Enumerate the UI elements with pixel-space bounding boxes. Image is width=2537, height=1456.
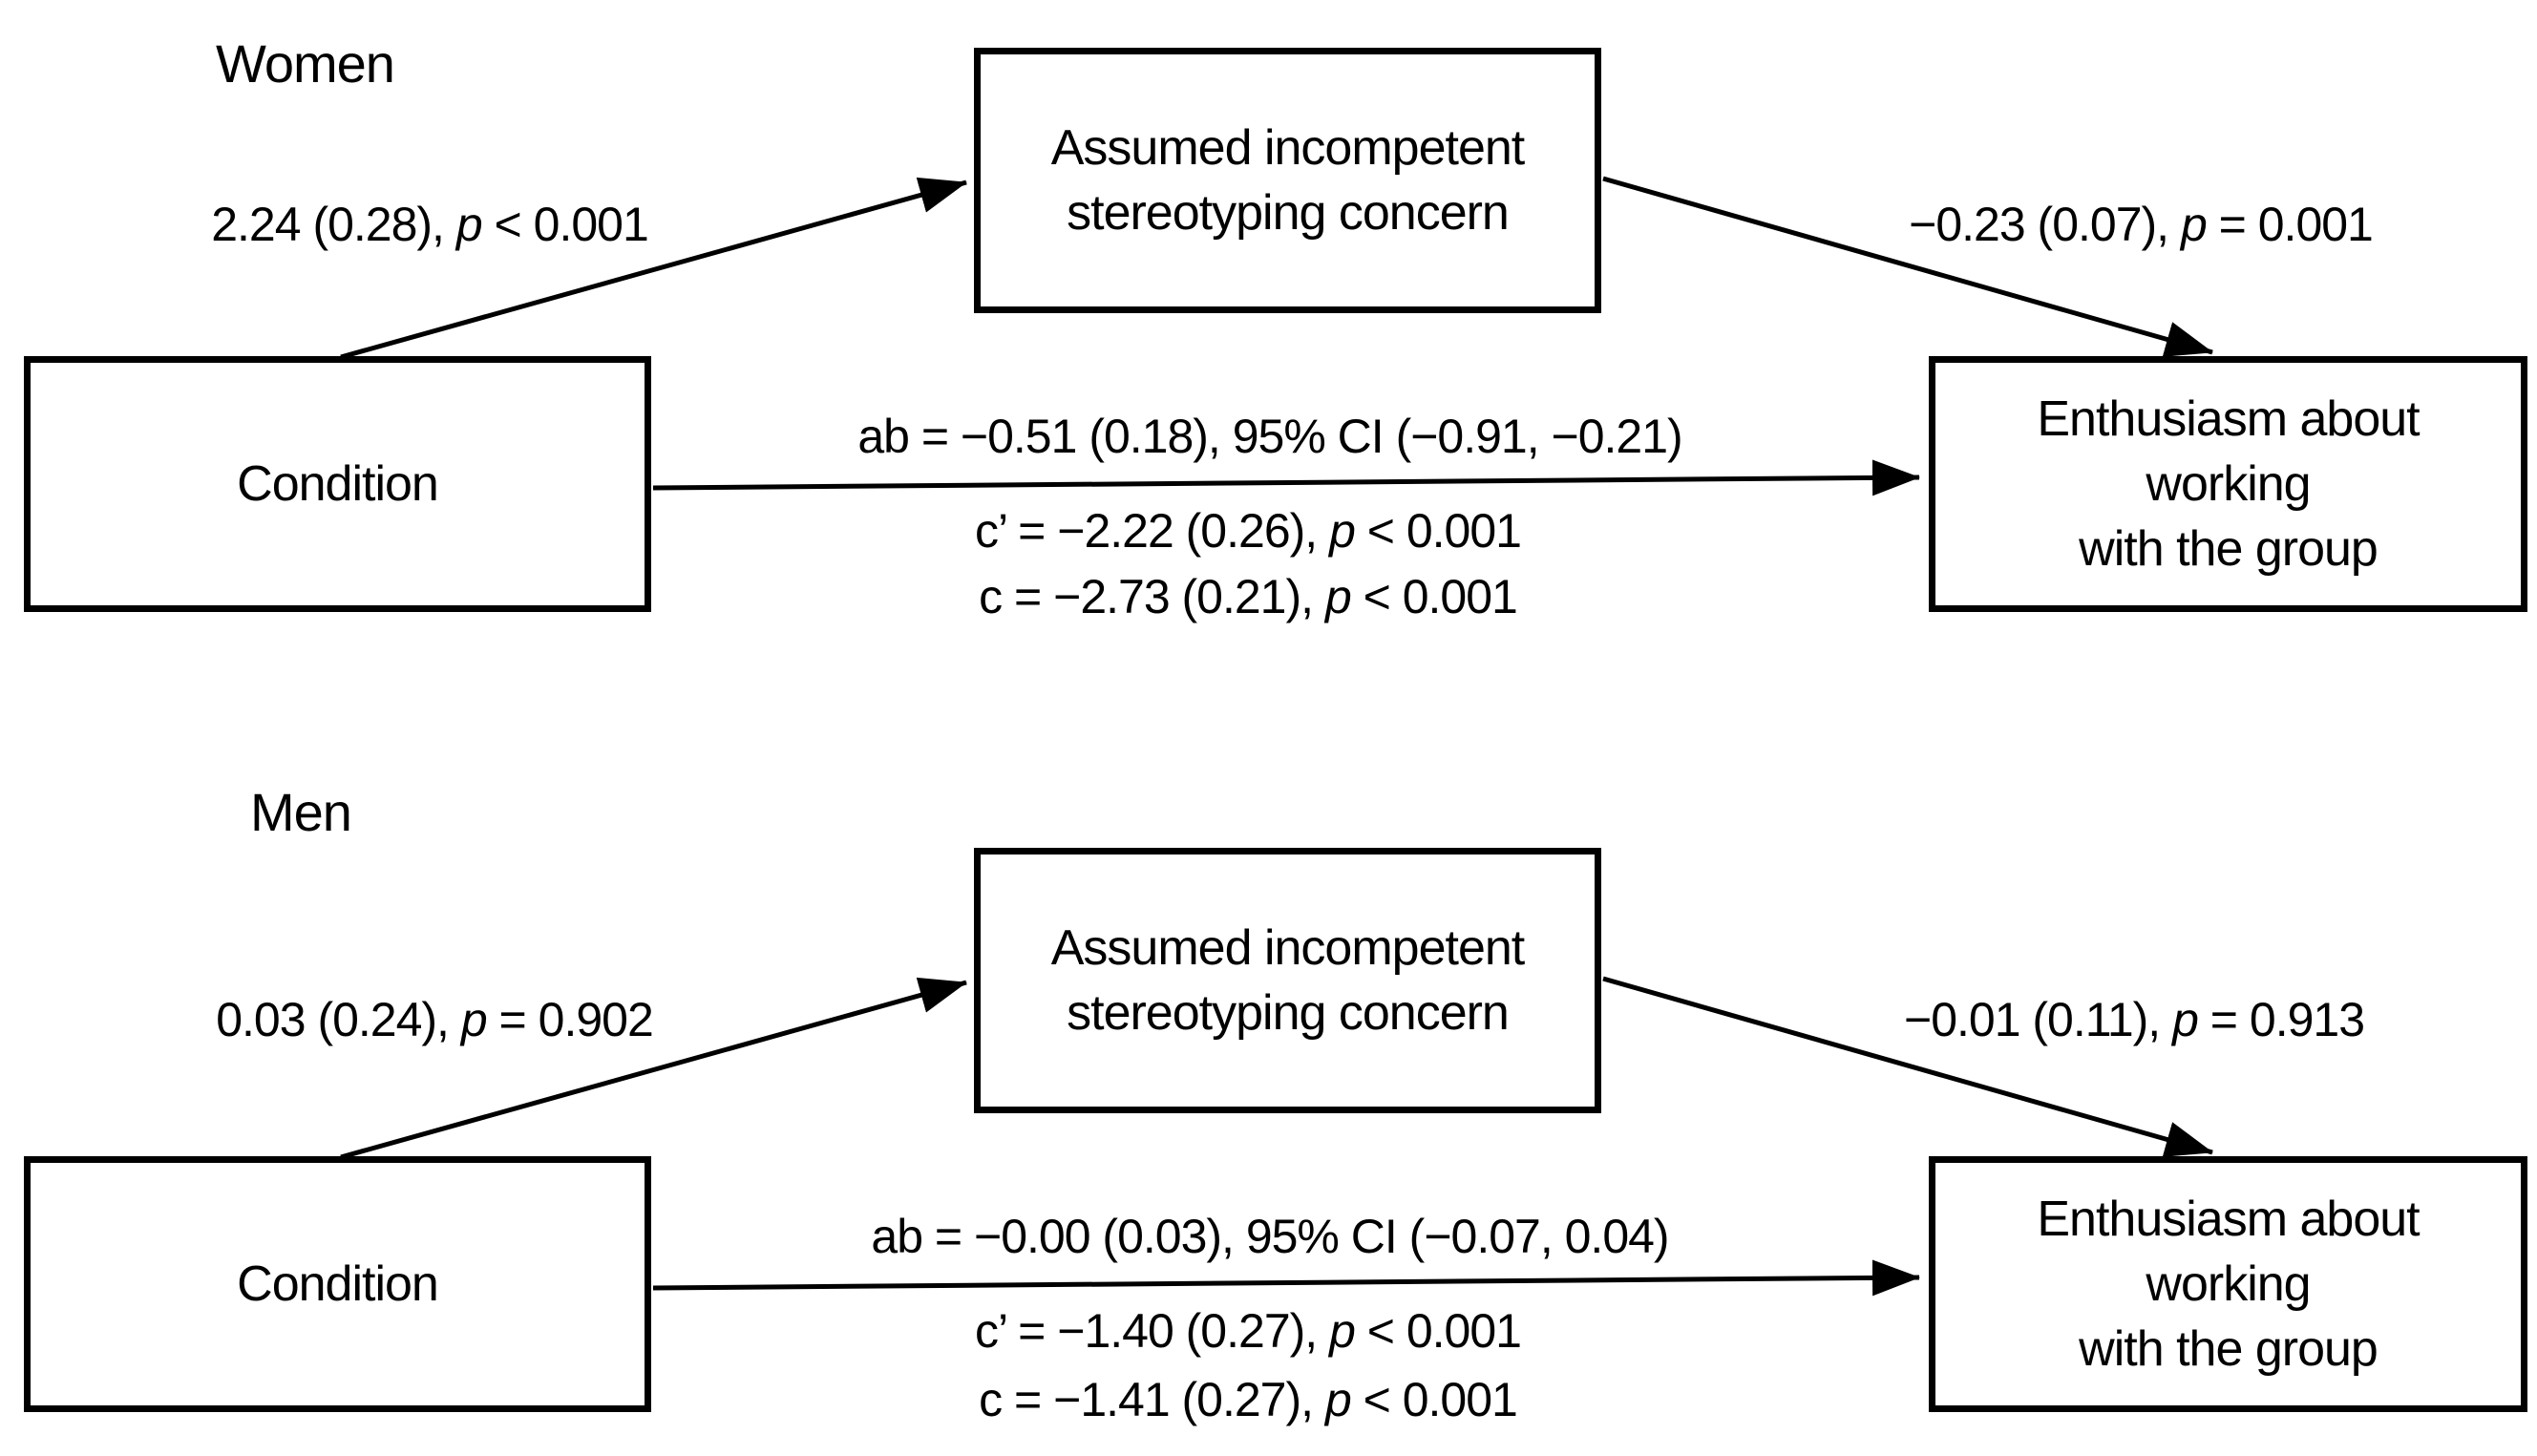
mediator-box-women: Assumed incompetent stereotyping concern — [974, 48, 1601, 313]
condition-box-men: Condition — [24, 1156, 651, 1412]
arrow-b-path-women — [1602, 176, 2213, 357]
mediator-label-line1: Assumed incompetent — [1050, 119, 1525, 176]
arrow-a-path-men — [340, 977, 967, 1160]
path-b-coefficient-women: −0.23 (0.07), p = 0.001 — [1909, 198, 2374, 251]
path-c-total-effect-women: c = −2.73 (0.21), p < 0.001 — [979, 570, 1518, 623]
outcome-label-line1: Enthusiasm about — [2037, 390, 2420, 447]
panel-label-women: Women — [216, 33, 395, 94]
path-ab-indirect-effect-men: ab = −0.00 (0.03), 95% CI (−0.07, 0.04) — [871, 1210, 1669, 1263]
path-c-prime-direct-effect-men: c’ = −1.40 (0.27), p < 0.001 — [975, 1304, 1522, 1358]
mediator-label-line1: Assumed incompetent — [1050, 919, 1525, 976]
condition-label: Condition — [237, 1256, 439, 1312]
panel-label-men: Men — [250, 782, 352, 842]
mediator-label-line2: stereotyping concern — [1067, 985, 1510, 1041]
path-c-total-effect-men: c = −1.41 (0.27), p < 0.001 — [979, 1373, 1518, 1426]
arrow-b-path-men — [1602, 976, 2213, 1157]
outcome-label-line3: with the group — [2079, 521, 2378, 578]
path-ab-indirect-effect-women: ab = −0.51 (0.18), 95% CI (−0.91, −0.21) — [857, 410, 1682, 463]
outcome-label-line3: with the group — [2079, 1321, 2378, 1378]
arrow-c-path-men — [652, 1259, 1920, 1297]
outcome-label-line1: Enthusiasm about — [2037, 1191, 2420, 1247]
outcome-box-men: Enthusiasm about working with the group — [1929, 1156, 2527, 1412]
condition-box-women: Condition — [24, 356, 651, 612]
outcome-box-women: Enthusiasm about working with the group — [1929, 356, 2527, 612]
path-b-coefficient-men: −0.01 (0.11), p = 0.913 — [1903, 993, 2365, 1046]
condition-label: Condition — [237, 455, 439, 512]
mediator-box-men: Assumed incompetent stereotyping concern — [974, 848, 1601, 1113]
path-c-prime-direct-effect-women: c’ = −2.22 (0.26), p < 0.001 — [975, 504, 1522, 558]
path-a-coefficient-women: 2.24 (0.28), p < 0.001 — [211, 198, 649, 251]
mediator-label-line2: stereotyping concern — [1067, 185, 1510, 241]
arrow-c-path-women — [652, 459, 1920, 496]
path-a-coefficient-men: 0.03 (0.24), p = 0.902 — [216, 993, 654, 1046]
outcome-label-line2: working — [2146, 1256, 2311, 1312]
arrow-a-path-women — [340, 177, 967, 360]
outcome-label-line2: working — [2146, 455, 2311, 512]
